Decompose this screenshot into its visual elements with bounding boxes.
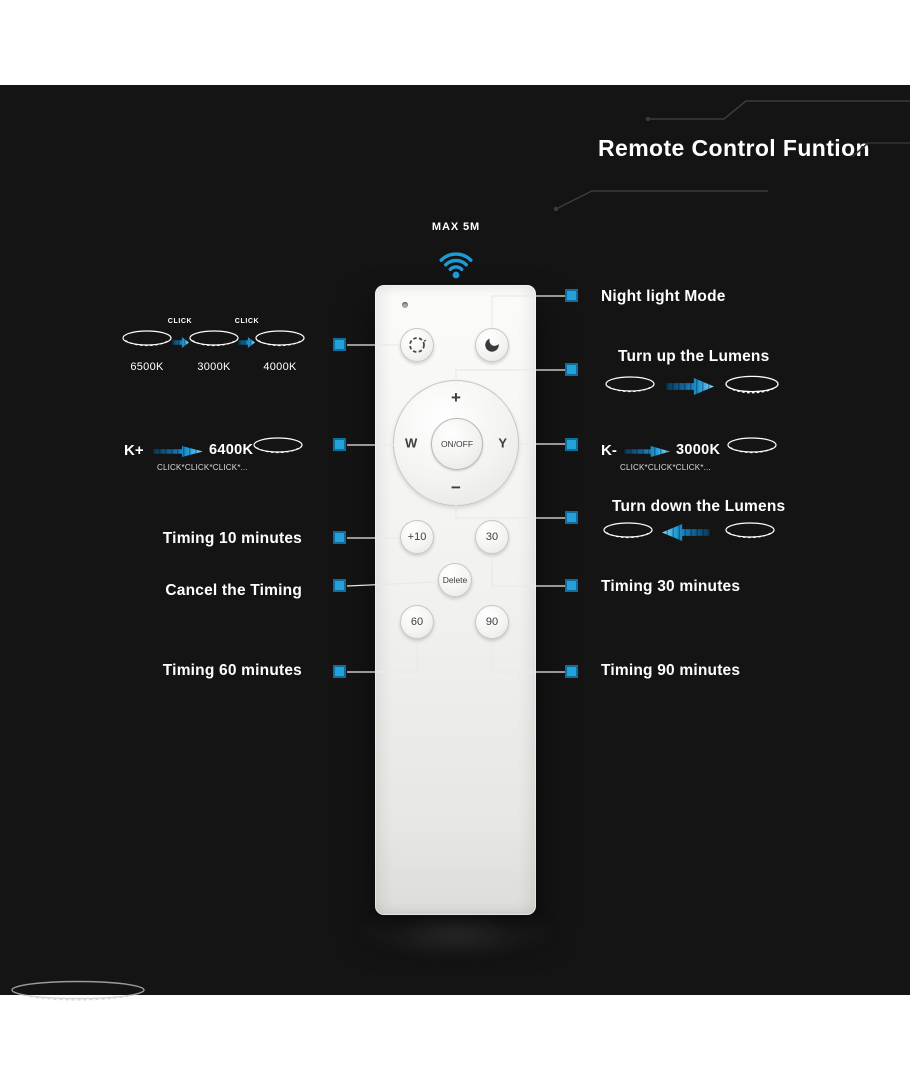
click-repeat-label: CLICK*CLICK*CLICK*...: [157, 463, 248, 472]
annotation-timing-30: Timing 30 minutes: [601, 578, 741, 595]
ir-led: [402, 302, 408, 308]
k-minus-label: K-: [601, 442, 617, 459]
night-light-button[interactable]: [475, 328, 509, 362]
corner-lamp-watermark: [6, 980, 156, 1011]
timer-10-button[interactable]: +10: [400, 520, 434, 554]
click-label: CLICK: [167, 318, 193, 325]
marker-night-light: [565, 289, 578, 302]
warm-white-button[interactable]: W: [405, 435, 418, 451]
yellow-white-button[interactable]: Y: [498, 435, 507, 451]
gradient-arrow-right-icon: [666, 378, 714, 395]
remote-control: + − W Y ON/OFF +10 30 Delete 60 90: [375, 285, 536, 915]
marker-k-plus: [333, 438, 346, 451]
click-repeat-label: CLICK*CLICK*CLICK*...: [620, 463, 711, 472]
marker-color-cycle: [333, 338, 346, 351]
marker-lumens-up: [565, 363, 578, 376]
timer-30-button[interactable]: 30: [475, 520, 509, 554]
control-pad: + − W Y ON/OFF: [393, 380, 519, 506]
color-cycle-button[interactable]: [400, 328, 434, 362]
brightness-down-button[interactable]: −: [451, 478, 461, 497]
delete-timer-button[interactable]: Delete: [438, 563, 472, 597]
marker-lumens-down: [565, 511, 578, 524]
annotation-lumens-up: Turn up the Lumens: [618, 348, 770, 365]
brightness-up-button[interactable]: +: [451, 388, 461, 407]
marker-timing-60: [333, 665, 346, 678]
arrow-right-icon: [172, 337, 189, 348]
ceiling-lamp-icon: [604, 376, 656, 403]
k-minus-value: 3000K: [676, 442, 721, 458]
ceiling-lamp-icon: [726, 437, 778, 464]
timer-60-button[interactable]: 60: [400, 605, 434, 639]
marker-timing-90: [565, 665, 578, 678]
annotation-lumens-down: Turn down the Lumens: [612, 498, 786, 515]
ceiling-lamp-icon: [252, 437, 304, 464]
range-label: MAX 5M: [431, 221, 481, 233]
wifi-dot: [452, 271, 460, 279]
gradient-arrow-right-icon: [624, 446, 670, 457]
page-title: Remote Control Funtion: [598, 135, 870, 161]
marker-k-minus: [565, 438, 578, 451]
ceiling-lamp-icon: [254, 330, 306, 357]
diagram-panel: Remote Control Funtion MAX 5M + − W: [0, 85, 910, 995]
color-cycle-icon: [409, 337, 427, 353]
wifi-icon: [439, 252, 473, 271]
annotation-timing-10: Timing 10 minutes: [162, 530, 302, 547]
circuit-node: [553, 206, 559, 212]
k-plus-value: 6400K: [209, 442, 254, 458]
temp-label: 6500K: [130, 361, 164, 373]
annotation-cancel-timing: Cancel the Timing: [165, 582, 302, 599]
moon-icon: [485, 338, 499, 352]
annotation-timing-90: Timing 90 minutes: [601, 662, 741, 679]
marker-timing-30: [565, 579, 578, 592]
ceiling-lamp-icon: [602, 522, 654, 549]
timer-90-button[interactable]: 90: [475, 605, 509, 639]
ceiling-lamp-icon: [188, 330, 240, 357]
gradient-arrow-left-icon: [662, 524, 710, 541]
on-off-button[interactable]: ON/OFF: [431, 418, 483, 470]
arrow-right-icon: [238, 337, 255, 348]
annotation-timing-60: Timing 60 minutes: [162, 662, 302, 679]
temp-label: 4000K: [263, 361, 297, 373]
gradient-arrow-right-icon: [153, 446, 203, 457]
marker-timing-10: [333, 531, 346, 544]
k-plus-label: K+: [124, 442, 144, 459]
temp-label: 3000K: [197, 361, 231, 373]
click-label: CLICK: [234, 318, 260, 325]
annotation-night-light: Night light Mode: [601, 288, 726, 305]
ceiling-lamp-icon: [121, 330, 173, 357]
circuit-node: [645, 116, 651, 122]
ceiling-lamp-icon: [724, 522, 776, 549]
ceiling-lamp-bright-icon: [724, 375, 780, 404]
marker-cancel-timing: [333, 579, 346, 592]
